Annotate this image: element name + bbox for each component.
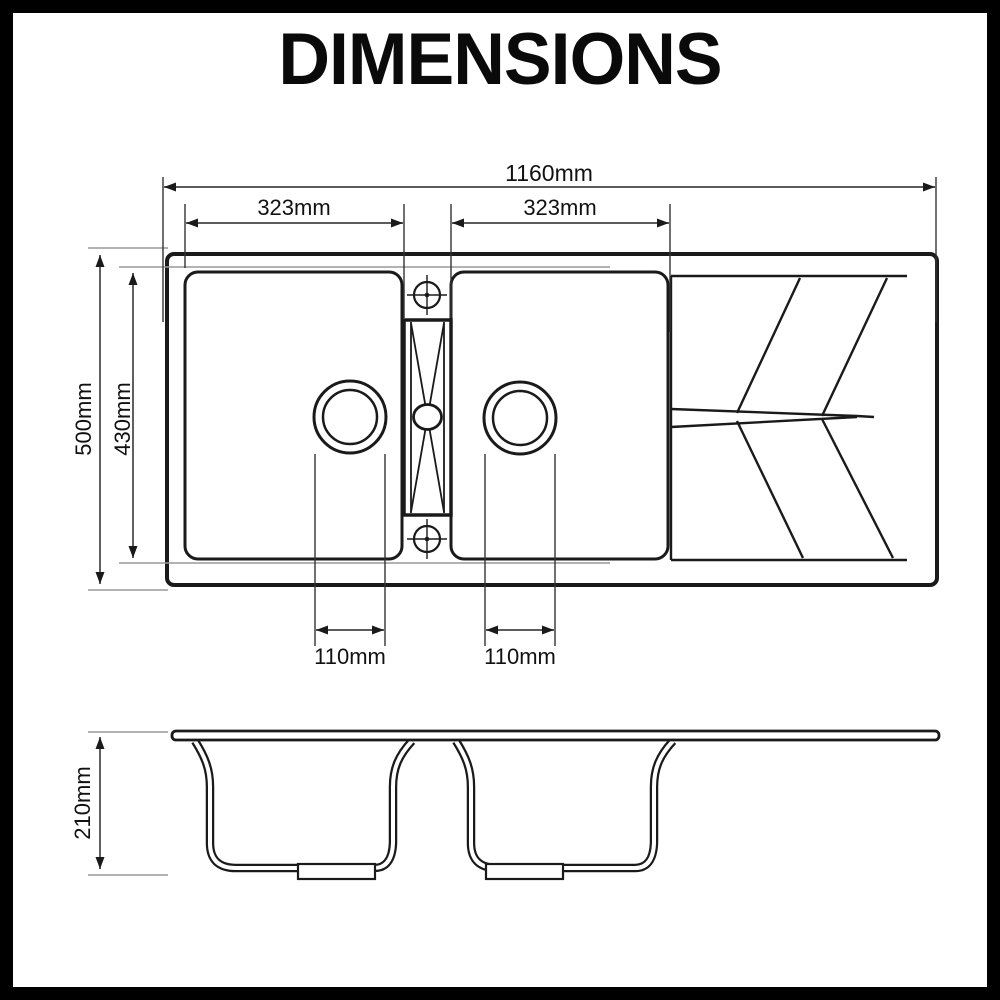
right-bowl-width-label: 323mm [523,195,596,220]
left-bowl-section [191,738,416,873]
dimension-lines [95,182,935,869]
left-drain-boss [296,862,377,881]
page-title: DIMENSIONS [278,19,722,100]
sink-top-view: 1160mm 323mm 323mm 110mm 110mm 500mm 430… [71,160,939,876]
left-drain-diameter-label: 110mm [314,644,386,669]
sink-top-slab [170,729,941,742]
tap-hole-marker-top [407,275,447,315]
right-drain-hole [482,380,558,456]
bowl-inner-depth-label: 430mm [110,382,135,455]
right-drain-boss [484,862,565,881]
left-bowl [183,270,404,561]
tap-hole-marker-bottom [407,519,447,559]
center-channel [402,318,453,517]
extension-lines-black [162,177,937,646]
sink-side-view: 210mm [70,729,941,881]
left-bowl-width-label: 323mm [257,195,330,220]
drainer [669,274,907,562]
overall-depth-label: 500mm [71,382,96,455]
left-drain-hole [312,379,388,455]
extension-lines-gray [88,247,610,876]
right-bowl-section [452,738,677,873]
channel-overflow-hole [412,403,443,431]
overall-width-label: 1160mm [505,160,593,186]
right-drain-diameter-label: 110mm [484,644,556,669]
drain-grooves [670,277,895,559]
bowl-height-label: 210mm [70,766,95,839]
